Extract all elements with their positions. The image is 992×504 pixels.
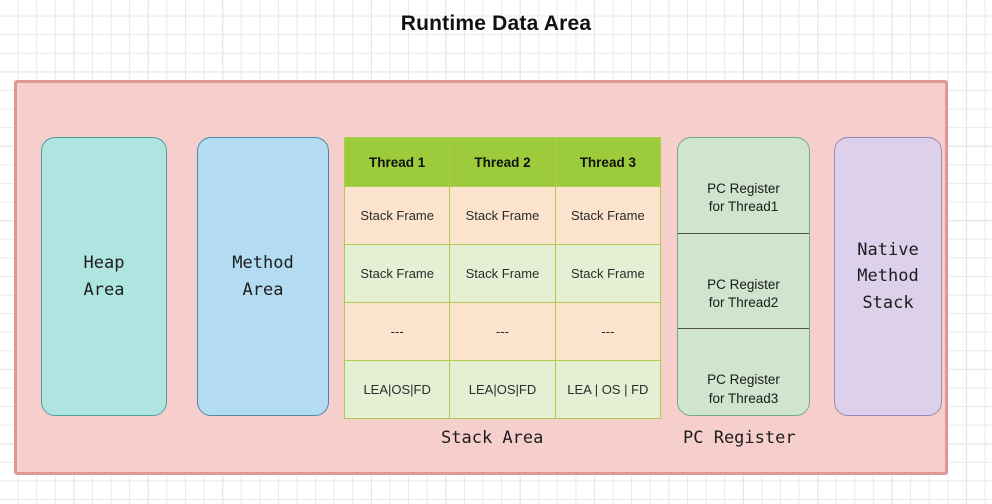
stack-cell: Stack Frame <box>554 186 662 245</box>
stack-cell: Stack Frame <box>554 244 662 303</box>
stack-cell: Stack Frame <box>343 244 451 303</box>
table-header-row: Thread 1 Thread 2 Thread 3 <box>343 137 662 187</box>
method-area-box[interactable]: Method Area <box>197 137 329 416</box>
stack-cell: Stack Frame <box>449 186 556 245</box>
pc-register-caption: PC Register <box>683 428 796 448</box>
stack-cell: Stack Frame <box>449 244 556 303</box>
thread-header-2: Thread 2 <box>449 137 556 187</box>
pc-register-cell: PC Register for Thread2 <box>678 260 809 330</box>
thread-header-3: Thread 3 <box>554 137 662 187</box>
stack-cell: LEA|OS|FD <box>449 360 556 419</box>
heap-area-box[interactable]: Heap Area <box>41 137 167 416</box>
stack-cell: --- <box>449 302 556 361</box>
stack-cell: Stack Frame <box>343 186 451 245</box>
table-row: LEA|OS|FD LEA|OS|FD LEA | OS | FD <box>343 360 662 419</box>
stack-cell: --- <box>343 302 451 361</box>
thread-header-1: Thread 1 <box>343 137 451 187</box>
page-title: Runtime Data Area <box>400 12 592 35</box>
stack-cell: LEA | OS | FD <box>554 360 662 419</box>
stack-area-table[interactable]: Thread 1 Thread 2 Thread 3 Stack Frame S… <box>343 137 662 419</box>
runtime-data-area-container: Heap Area Method Area Thread 1 Thread 2 … <box>14 80 948 475</box>
native-method-stack-box[interactable]: Native Method Stack <box>834 137 942 416</box>
pc-register-cell: PC Register for Thread3 <box>678 356 809 415</box>
pc-register-box[interactable]: PC Register for Thread1 PC Register for … <box>677 137 810 416</box>
table-row: --- --- --- <box>343 302 662 361</box>
stack-area-caption: Stack Area <box>441 428 544 448</box>
stack-cell: LEA|OS|FD <box>343 360 451 419</box>
table-row: Stack Frame Stack Frame Stack Frame <box>343 244 662 303</box>
stack-cell: --- <box>554 302 662 361</box>
pc-register-cell: PC Register for Thread1 <box>678 164 809 234</box>
table-row: Stack Frame Stack Frame Stack Frame <box>343 186 662 245</box>
